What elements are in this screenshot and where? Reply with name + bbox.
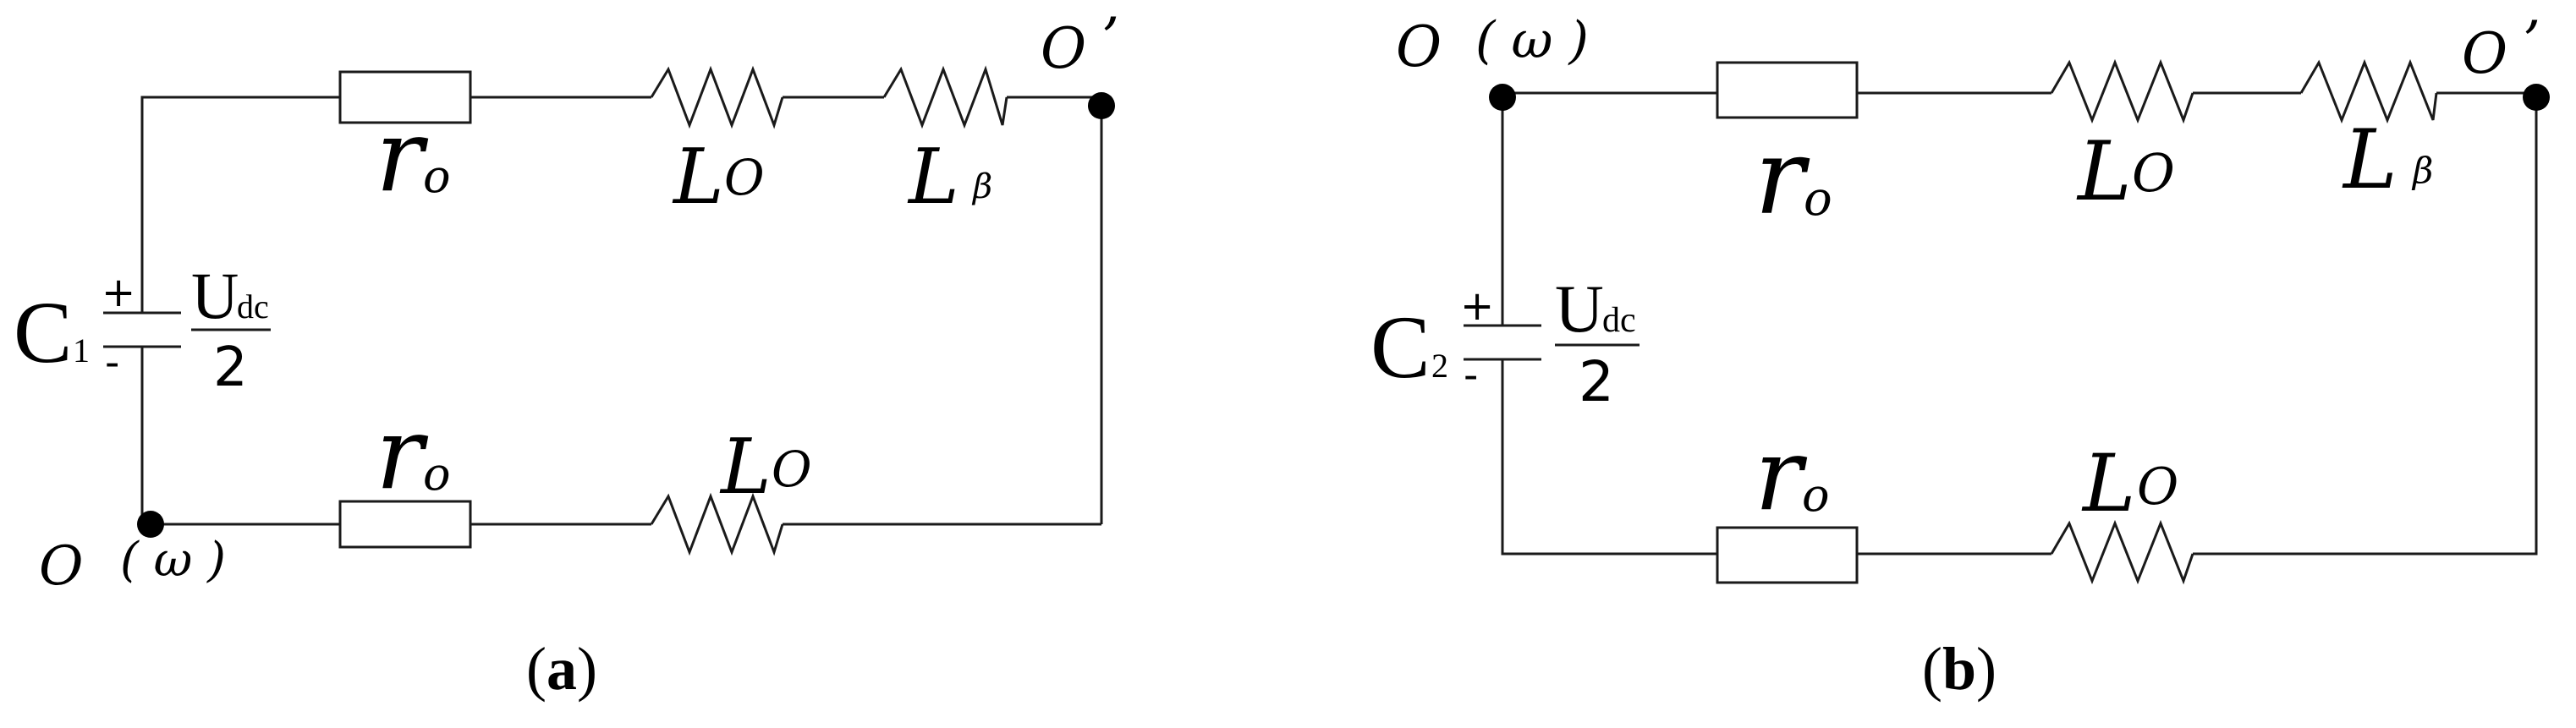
circuit-b-inductor-bottom-label: L (2081, 438, 2135, 530)
circuit-a-node-bottom-left (137, 511, 164, 538)
circuit-b: O ( ω ) O ’ r o L O L β C 2 + - U dc 2 r… (1370, 9, 2550, 703)
circuit-a-inductor-bottom-sub: O (772, 441, 812, 498)
circuit-b-resistor-bottom (1716, 526, 1859, 584)
circuit-a-node-top-right (1088, 92, 1115, 119)
circuit-a-resistor-top-label: r (376, 97, 429, 214)
circuit-a-node-bottom-omega: ( ω ) (120, 533, 226, 588)
circuit-b-resistor-bottom-label: r (1755, 416, 1808, 533)
circuit-a-inductor-top-1-sub: O (724, 149, 765, 206)
circuit-a-inductor-bottom (650, 492, 784, 556)
circuit-b-bottom-wire (1857, 101, 2538, 556)
circuit-b-inductor-top-1-sub: O (2132, 142, 2175, 204)
circuit-b-voltage-numerator: U (1555, 272, 1604, 347)
circuit-b-inductor-top-2-sub: β (2411, 150, 2433, 191)
circuit-b-node-top-left-label: O (1396, 14, 1442, 79)
circuit-a-node-top-label: O (1041, 16, 1086, 81)
circuit-a-resistor-top (338, 70, 472, 124)
circuit-a-capacitor-minus: - (105, 339, 119, 386)
circuit-b-resistor-top-label: r (1755, 117, 1810, 238)
circuit-b-inductor-bottom (2050, 519, 2194, 585)
circuit-a-voltage-numerator-sub: dc (237, 287, 269, 326)
circuit-a-inductor-top-2-label: L (907, 133, 959, 222)
circuit-b-capacitor-sub: 2 (1431, 347, 1448, 385)
circuit-b-resistor-bottom-sub: o (1802, 468, 1830, 522)
circuit-b-left-lower-wire (1501, 359, 1717, 556)
circuit-a-resistor-bottom (338, 500, 472, 549)
circuit-a-node-bottom-label: O (39, 535, 83, 598)
circuit-b-inductor-top-1 (2050, 58, 2194, 124)
circuit-a-capacitor-sub: 1 (73, 331, 90, 369)
circuit-b-node-top-right (2523, 84, 2550, 111)
circuit-a-capacitor-plus: + (102, 269, 135, 316)
circuit-a-capacitor-label: C (14, 284, 72, 381)
circuit-a-inductor-top-1-label: L (672, 133, 724, 222)
circuit-a-voltage-denominator: 2 (213, 337, 248, 399)
circuit-a-resistor-bottom-sub: o (423, 447, 451, 501)
circuit-b-capacitor-minus: - (1464, 352, 1478, 399)
circuit-a-inductor-top-1 (650, 65, 784, 129)
circuit-b-inductor-top-1-label: L (2076, 124, 2132, 219)
circuit-a-inductor-top-2-sub: β (971, 167, 992, 206)
circuit-a-voltage-numerator: U (191, 259, 239, 332)
circuit-b-node-right-prime: ’ (2523, 9, 2540, 74)
circuit-b-voltage-numerator-sub: dc (1602, 301, 1636, 340)
circuit-b-node-top-left-omega: ( ω ) (1475, 11, 1589, 70)
circuit-a-resistor-top-sub: o (423, 150, 451, 203)
circuit-a-caption: (a) (526, 635, 597, 703)
circuit-a-top-wire (140, 96, 1101, 313)
circuit-a-resistor-bottom-label: r (376, 395, 429, 512)
circuit-b-inductor-top-2 (2299, 58, 2438, 124)
circuit-b-inductor-top-2-label: L (2342, 112, 2397, 207)
circuit-b-caption: (b) (1922, 635, 1997, 703)
circuit-b-inductor-bottom-sub: O (2137, 457, 2178, 517)
circuit-b-resistor-top-sub: o (1804, 172, 1832, 227)
circuit-a-inductor-bottom-label: L (719, 423, 772, 512)
circuit-b-node-top-left (1489, 84, 1516, 111)
circuit-b-node-right-label: O (2462, 21, 2507, 86)
circuit-b-resistor-top (1716, 61, 1859, 119)
circuit-a-inductor-top-2 (882, 65, 1008, 129)
circuit-b-capacitor-plus: + (1460, 282, 1494, 330)
circuit-a: O ’ r o L O L β C 1 + - U dc 2 r o L O O… (14, 6, 1119, 703)
circuit-b-capacitor-label: C (1370, 298, 1431, 397)
circuit-a-node-top-prime: ’ (1101, 6, 1119, 71)
circuit-b-voltage-denominator: 2 (1579, 349, 1614, 414)
